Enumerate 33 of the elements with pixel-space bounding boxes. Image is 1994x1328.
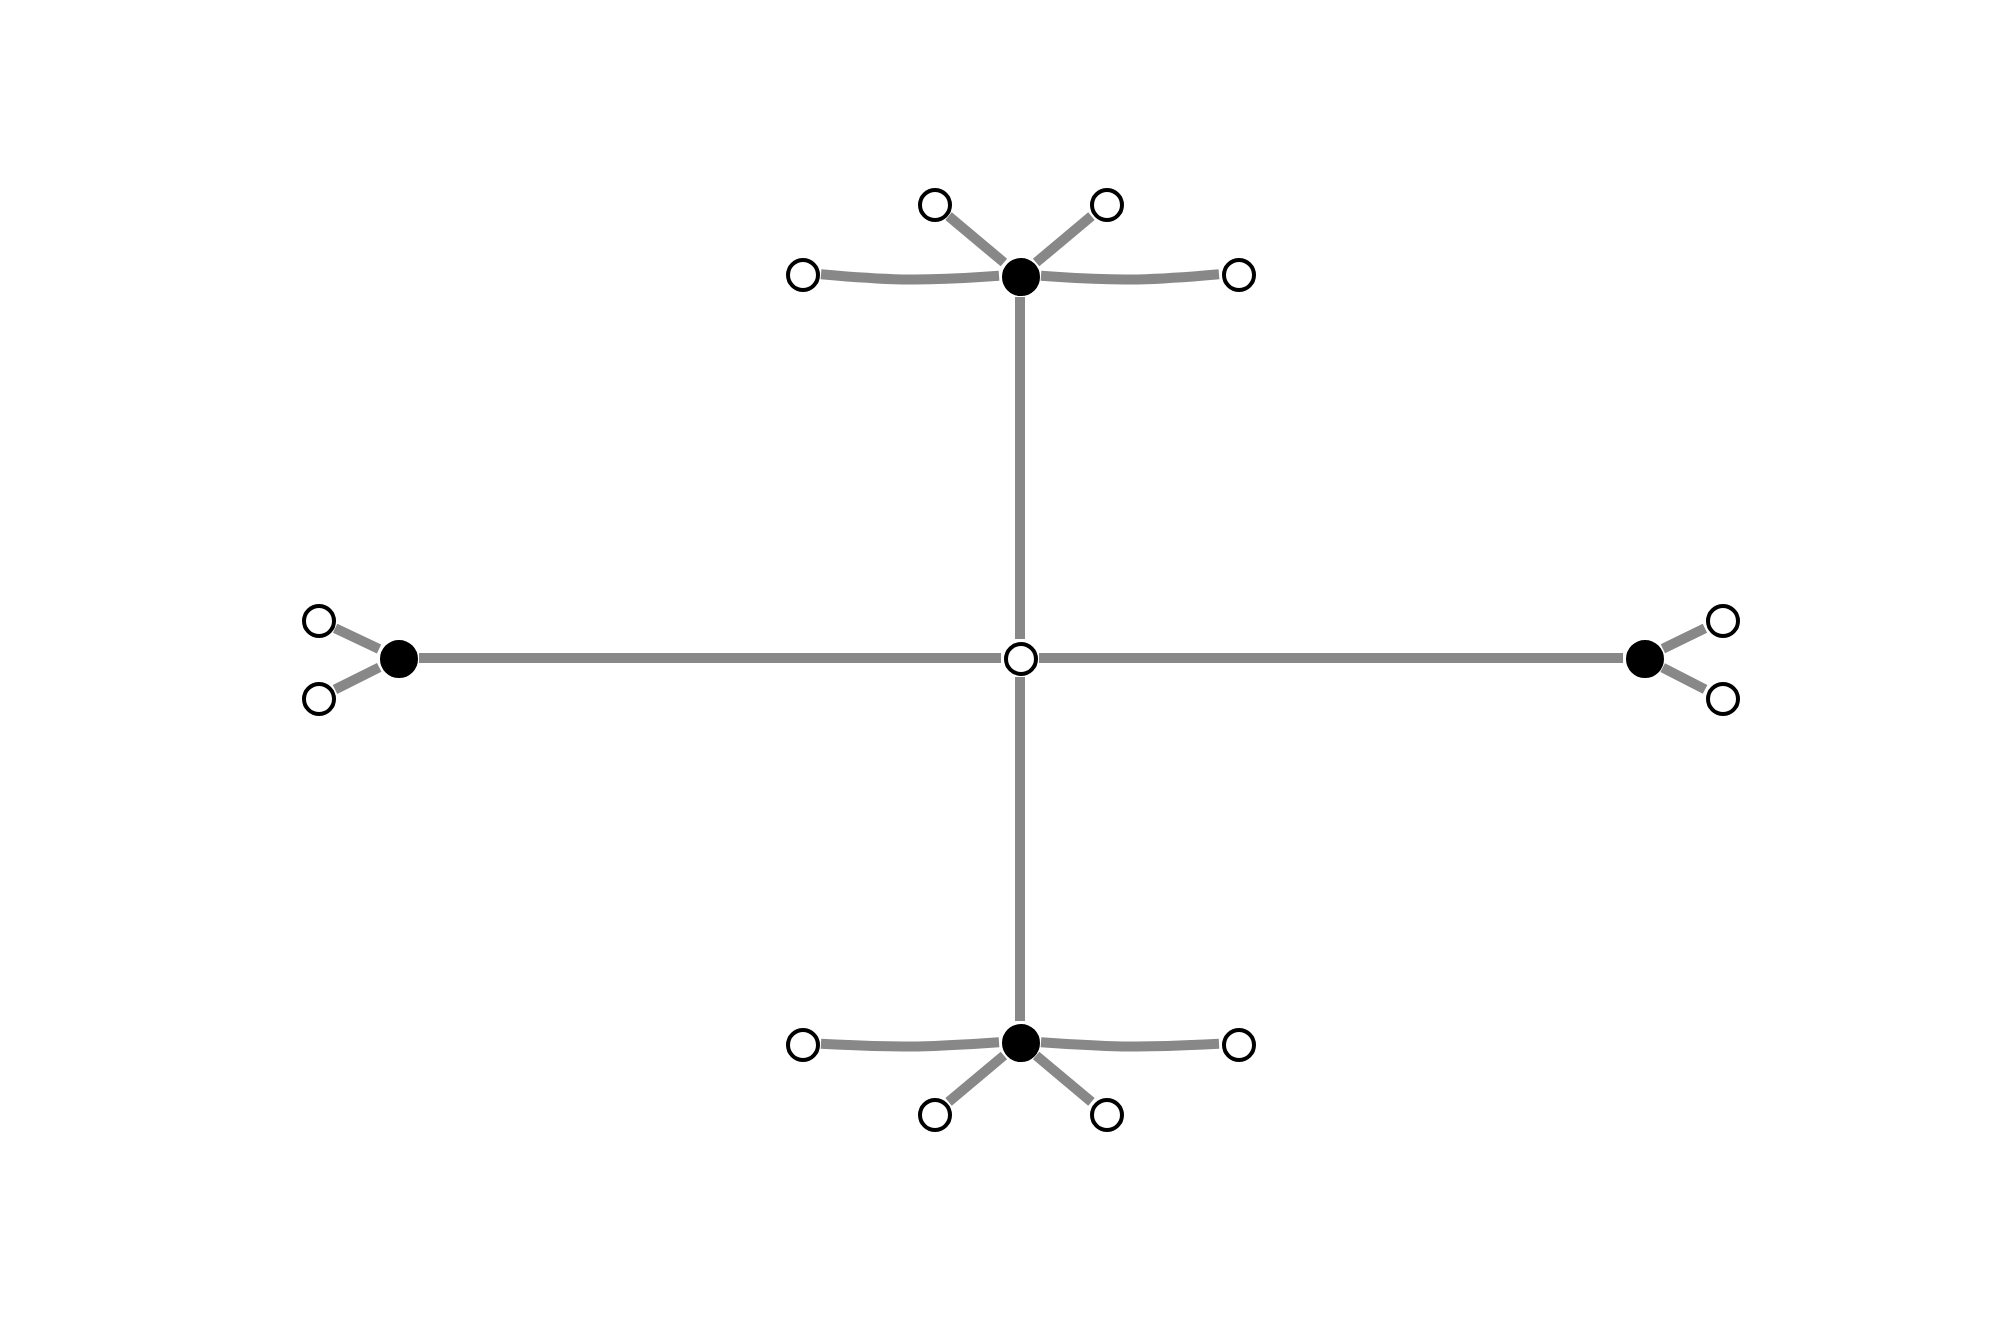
endpoint-circle bbox=[1221, 1027, 1255, 1061]
endpoint-circle bbox=[301, 681, 335, 715]
connector-line bbox=[1040, 1037, 1220, 1052]
endpoint-circle bbox=[785, 1027, 819, 1061]
endpoint-circle bbox=[1089, 187, 1123, 221]
hub-dot bbox=[1001, 1023, 1039, 1061]
connector-line bbox=[1039, 653, 1623, 663]
connector-line bbox=[1660, 623, 1708, 654]
connector-line bbox=[945, 212, 1008, 267]
endpoint-circle bbox=[917, 1097, 951, 1131]
connector-line bbox=[1660, 663, 1708, 694]
hub-dot bbox=[1001, 257, 1039, 295]
endpoint-circle bbox=[1221, 257, 1255, 291]
connector-line bbox=[820, 269, 1000, 285]
endpoint-circle bbox=[1003, 641, 1037, 675]
connector-line bbox=[333, 623, 382, 654]
connector-line bbox=[1015, 297, 1025, 639]
endpoint-circle bbox=[1089, 1097, 1123, 1131]
endpoint-circle bbox=[785, 257, 819, 291]
connector-line bbox=[332, 662, 382, 694]
connector-line bbox=[1032, 212, 1095, 267]
hub-dot bbox=[379, 639, 417, 677]
endpoint-circle bbox=[1705, 603, 1739, 637]
connector-line bbox=[820, 1037, 1000, 1052]
connector-line bbox=[419, 653, 1001, 663]
hub-dot bbox=[1625, 639, 1663, 677]
connector-line bbox=[1015, 677, 1025, 1021]
connector-line bbox=[945, 1051, 1008, 1106]
endpoint-circle bbox=[917, 187, 951, 221]
connector-line bbox=[1032, 1051, 1095, 1106]
endpoint-circle bbox=[1705, 681, 1739, 715]
connector-line bbox=[1040, 269, 1220, 285]
endpoint-circle bbox=[301, 603, 335, 637]
